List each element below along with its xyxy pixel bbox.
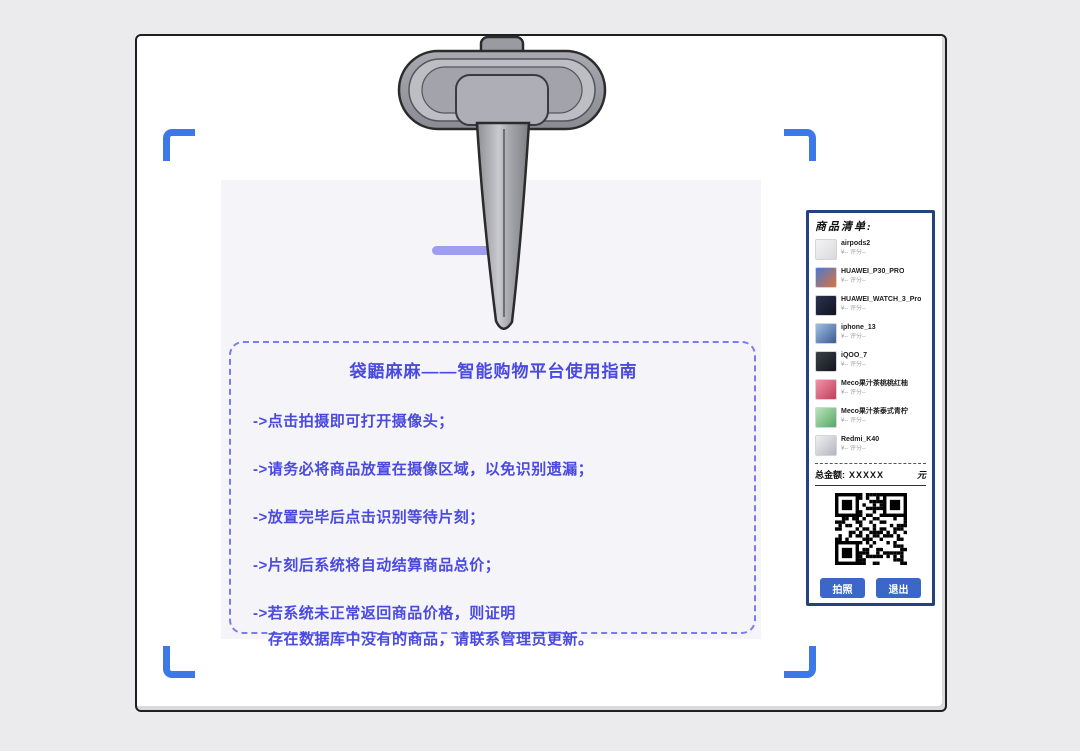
guide-line: 存在数据库中没有的商品，请联系管理员更新。 (268, 631, 594, 648)
product-row: Redmi_K40 ¥-- 评分-- (815, 435, 926, 459)
guide-line: ->请务必将商品放置在摄像区域，以免识别遗漏； (253, 461, 594, 478)
usage-guide-box: 袋鼯麻麻——智能购物平台使用指南 ->点击拍摄即可打开摄像头； ->请务必将商品… (229, 341, 756, 648)
guide-line: ->若系统未正常返回商品价格，则证明 (253, 605, 516, 622)
product-name: Meco果汁茶桃桃红柚 (841, 380, 908, 387)
product-name: HUAWEI_WATCH_3_Pro (841, 296, 922, 303)
product-thumbnail (815, 407, 837, 428)
product-row: iQOO_7 ¥-- 评分-- (815, 351, 926, 375)
product-meta: ¥-- 评分-- (841, 418, 866, 424)
product-meta: ¥-- 评分-- (841, 250, 866, 256)
capture-corner-top-right (784, 129, 816, 161)
product-name: Redmi_K40 (841, 436, 880, 443)
guide-title: 袋鼯麻麻——智能购物平台使用指南 (349, 362, 638, 381)
product-meta: ¥-- 评分-- (841, 278, 866, 284)
panel-buttons: 拍照 退出 (815, 578, 926, 599)
capture-corner-bottom-right (784, 646, 816, 678)
product-name: iphone_13 (841, 324, 876, 331)
guide-line: ->放置完毕后点击识别等待片刻； (253, 509, 485, 526)
product-name: airpods2 (841, 240, 871, 247)
total-value: XXXXX (849, 470, 885, 480)
product-meta: ¥-- 评分-- (841, 306, 866, 312)
product-name: HUAWEI_P30_PRO (841, 268, 905, 275)
guide-line: ->片刻后系统将自动结算商品总价； (253, 557, 501, 574)
product-meta: ¥-- 评分-- (841, 334, 866, 340)
product-thumbnail (815, 351, 837, 372)
total-label: 总金额: (815, 470, 845, 480)
qr-code-wrap (834, 493, 907, 565)
capture-corner-bottom-left (163, 646, 195, 678)
product-name: Meco果汁茶泰式青柠 (841, 408, 908, 415)
guide-line: ->点击拍摄即可打开摄像头； (253, 413, 454, 430)
loading-indicator (432, 246, 491, 255)
product-meta: ¥-- 评分-- (841, 362, 866, 368)
product-list: airpods2 ¥-- 评分-- HUAWEI_P30_PRO ¥-- 评分-… (815, 239, 926, 462)
product-meta: ¥-- 评分-- (841, 446, 866, 452)
guide-lines: ->点击拍摄即可打开摄像头； ->请务必将商品放置在摄像区域，以免识别遗漏； -… (253, 410, 734, 649)
product-panel: 商品清单: airpods2 ¥-- 评分-- HUAWEI_P30_PRO ¥… (806, 210, 935, 606)
qr-code (834, 493, 907, 565)
product-thumbnail (815, 239, 837, 260)
capture-corner-top-left (163, 129, 195, 161)
product-row: airpods2 ¥-- 评分-- (815, 239, 926, 263)
capture-button[interactable]: 拍照 (820, 578, 865, 598)
product-list-header: 商品清单: (815, 221, 873, 233)
camera-arm-icon (397, 35, 607, 330)
product-row: HUAWEI_P30_PRO ¥-- 评分-- (815, 267, 926, 291)
divider (815, 463, 926, 464)
product-meta: ¥-- 评分-- (841, 390, 866, 396)
product-thumbnail (815, 435, 837, 456)
product-thumbnail (815, 379, 837, 400)
product-thumbnail (815, 295, 837, 316)
product-row: Meco果汁茶桃桃红柚 ¥-- 评分-- (815, 379, 926, 403)
product-row: Meco果汁茶泰式青柠 ¥-- 评分-- (815, 407, 926, 431)
exit-button[interactable]: 退出 (876, 578, 921, 598)
product-row: HUAWEI_WATCH_3_Pro ¥-- 评分-- (815, 295, 926, 319)
product-row: iphone_13 ¥-- 评分-- (815, 323, 926, 347)
product-name: iQOO_7 (841, 352, 868, 359)
product-thumbnail (815, 323, 837, 344)
total-row: 总金额: XXXXX 元 (815, 468, 926, 486)
total-unit: 元 (916, 470, 926, 480)
product-thumbnail (815, 267, 837, 288)
